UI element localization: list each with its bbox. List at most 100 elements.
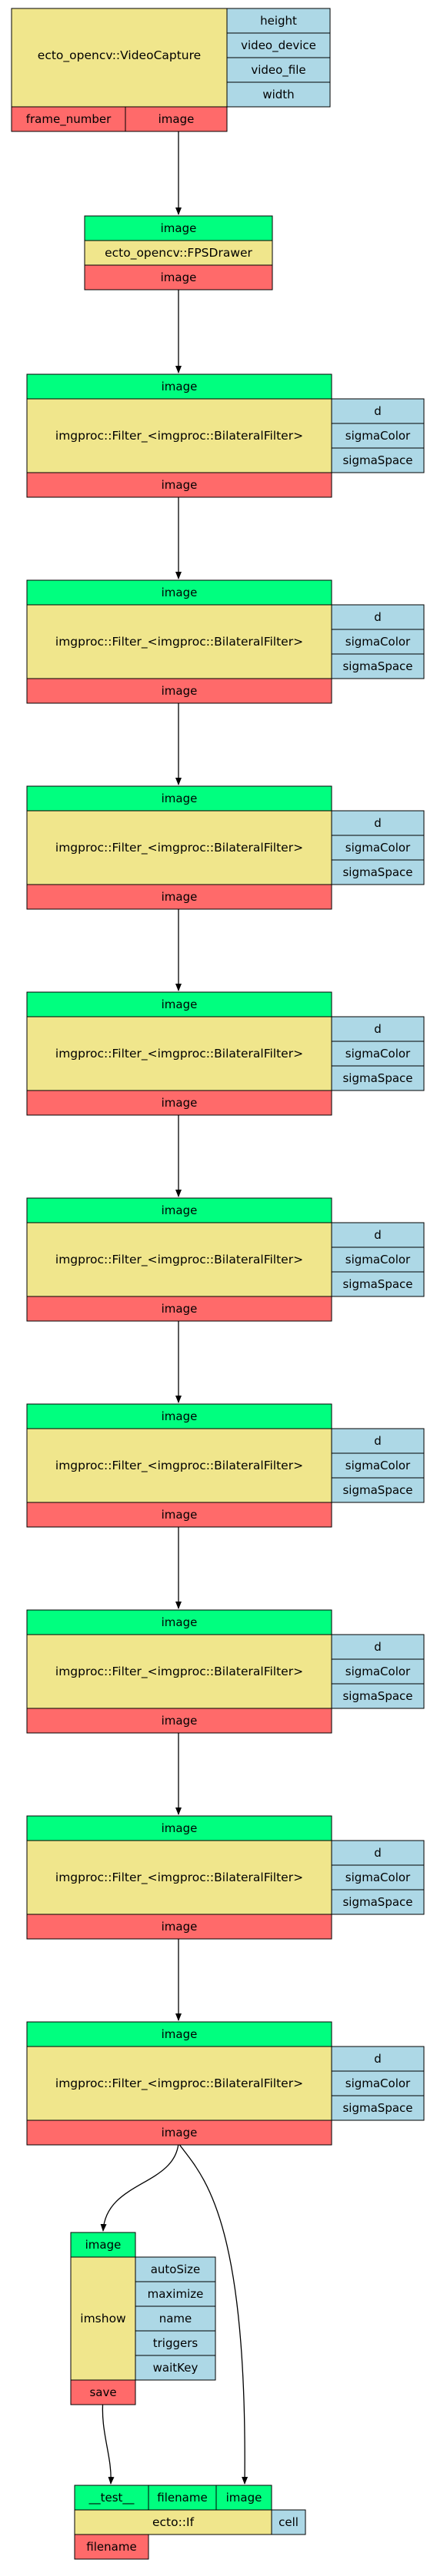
output-port[interactable]	[26, 1090, 332, 1116]
input-port-filename[interactable]	[148, 2485, 217, 2511]
node-ecto-if-title: ecto::If	[152, 2515, 195, 2529]
edge-filter-9-to-if-image	[178, 2143, 249, 2485]
input-port-label: image	[162, 380, 198, 393]
output-port[interactable]	[26, 1708, 332, 1734]
param-label: triggers	[153, 2336, 198, 2350]
input-port[interactable]	[70, 2232, 136, 2258]
param-port[interactable]	[331, 447, 425, 473]
node-bilateral-filter[interactable]: imageimgproc::Filter_<imgproc::Bilateral…	[26, 579, 425, 704]
input-port-label: image	[162, 1821, 198, 1835]
param-port[interactable]	[331, 604, 425, 630]
param-label: d	[374, 1640, 382, 1654]
node-bilateral-filter[interactable]: imageimgproc::Filter_<imgproc::Bilateral…	[26, 785, 425, 910]
output-port[interactable]	[26, 1502, 332, 1528]
input-port-filename-label: filename	[157, 2491, 207, 2505]
param-port[interactable]	[331, 1864, 425, 1891]
param-label: sigmaColor	[345, 2076, 411, 2090]
param-label: sigmaColor	[345, 635, 411, 649]
filter-nodes: imageimgproc::Filter_<imgproc::Bilateral…	[26, 373, 425, 2146]
param-port[interactable]	[331, 810, 425, 836]
param-port[interactable]	[331, 2095, 425, 2121]
param-label: d	[374, 1228, 382, 1242]
param-port[interactable]	[331, 1428, 425, 1454]
param-port[interactable]	[331, 1634, 425, 1660]
param-port[interactable]	[226, 32, 331, 58]
edge-filter-9-to-imshow	[100, 2143, 179, 2232]
node-filter-title: imgproc::Filter_<imgproc::BilateralFilte…	[55, 841, 303, 855]
param-port[interactable]	[331, 1477, 425, 1503]
param-port[interactable]	[331, 1658, 425, 1685]
node-fpsdrawer-title: ecto_opencv::FPSDrawer	[105, 246, 252, 261]
param-port[interactable]	[331, 398, 425, 424]
output-port[interactable]	[26, 472, 332, 498]
param-port[interactable]	[331, 835, 425, 861]
param-port[interactable]	[135, 2305, 216, 2332]
input-port[interactable]	[26, 579, 332, 606]
node-videocapture[interactable]: ecto_opencv::VideoCapture height video_d…	[11, 8, 331, 132]
param-label: sigmaSpace	[342, 659, 412, 673]
input-port[interactable]	[26, 785, 332, 812]
input-port[interactable]	[84, 215, 273, 241]
output-port[interactable]	[26, 1296, 332, 1322]
node-bilateral-filter[interactable]: imageimgproc::Filter_<imgproc::Bilateral…	[26, 1403, 425, 1528]
input-port-image[interactable]	[215, 2485, 272, 2511]
node-fpsdrawer[interactable]: image ecto_opencv::FPSDrawer image	[84, 215, 273, 290]
node-filter-title: imgproc::Filter_<imgproc::BilateralFilte…	[55, 1665, 303, 1679]
node-bilateral-filter[interactable]: imageimgproc::Filter_<imgproc::Bilateral…	[26, 1609, 425, 1734]
param-label: sigmaSpace	[342, 865, 412, 879]
output-port[interactable]	[26, 2120, 332, 2146]
param-port[interactable]	[331, 1271, 425, 1297]
param-port[interactable]	[331, 653, 425, 679]
node-bilateral-filter[interactable]: imageimgproc::Filter_<imgproc::Bilateral…	[26, 373, 425, 498]
output-port[interactable]	[26, 884, 332, 910]
node-videocapture-title: ecto_opencv::VideoCapture	[38, 48, 201, 63]
param-port[interactable]	[331, 1452, 425, 1479]
param-port-cell-label: cell	[279, 2515, 299, 2529]
node-bilateral-filter[interactable]: imageimgproc::Filter_<imgproc::Bilateral…	[26, 1197, 425, 1322]
param-port[interactable]	[331, 1683, 425, 1709]
param-port[interactable]	[331, 2046, 425, 2072]
param-port[interactable]	[135, 2355, 216, 2381]
output-port-frame-number[interactable]	[11, 106, 126, 132]
param-label: video_device	[241, 38, 316, 53]
node-bilateral-filter[interactable]: imageimgproc::Filter_<imgproc::Bilateral…	[26, 1815, 425, 1940]
output-port-label: image	[162, 1096, 198, 1110]
param-port[interactable]	[331, 2070, 425, 2096]
param-label: d	[374, 2052, 382, 2066]
param-label: sigmaSpace	[342, 1895, 412, 1909]
node-imshow[interactable]: image imshow autoSize maximize name trig…	[70, 2232, 216, 2405]
param-port[interactable]	[331, 629, 425, 655]
param-port-cell[interactable]	[271, 2509, 306, 2535]
output-port[interactable]	[70, 2379, 136, 2405]
input-port[interactable]	[26, 1815, 332, 1841]
output-port[interactable]	[26, 1914, 332, 1940]
param-port[interactable]	[331, 1065, 425, 1091]
input-port[interactable]	[26, 373, 332, 400]
input-port-label: image	[162, 1203, 198, 1217]
param-port[interactable]	[135, 2330, 216, 2356]
param-label: sigmaSpace	[342, 1689, 412, 1703]
input-port-test[interactable]	[74, 2485, 149, 2511]
output-port-filename[interactable]	[74, 2534, 149, 2560]
output-port[interactable]	[84, 264, 273, 290]
param-port[interactable]	[226, 81, 331, 108]
input-port[interactable]	[26, 1609, 332, 1635]
node-bilateral-filter[interactable]: imageimgproc::Filter_<imgproc::Bilateral…	[26, 2021, 425, 2146]
output-port-image[interactable]	[125, 106, 228, 132]
param-label: sigmaSpace	[342, 2101, 412, 2115]
input-port-label: image	[85, 2238, 122, 2252]
input-port-label: image	[162, 998, 198, 1011]
param-label: sigmaSpace	[342, 1277, 412, 1291]
param-port[interactable]	[331, 1889, 425, 1915]
output-port-label: image	[162, 1920, 198, 1934]
output-port[interactable]	[26, 678, 332, 704]
node-bilateral-filter[interactable]: imageimgproc::Filter_<imgproc::Bilateral…	[26, 991, 425, 1116]
param-port[interactable]	[331, 423, 425, 449]
param-label: sigmaColor	[345, 1253, 411, 1266]
node-ecto-if[interactable]: __test__ filename image ecto::If cell fi…	[74, 2485, 306, 2560]
param-port[interactable]	[135, 2256, 216, 2282]
input-port[interactable]	[26, 1403, 332, 1429]
param-port[interactable]	[331, 859, 425, 885]
param-port[interactable]	[331, 1222, 425, 1248]
